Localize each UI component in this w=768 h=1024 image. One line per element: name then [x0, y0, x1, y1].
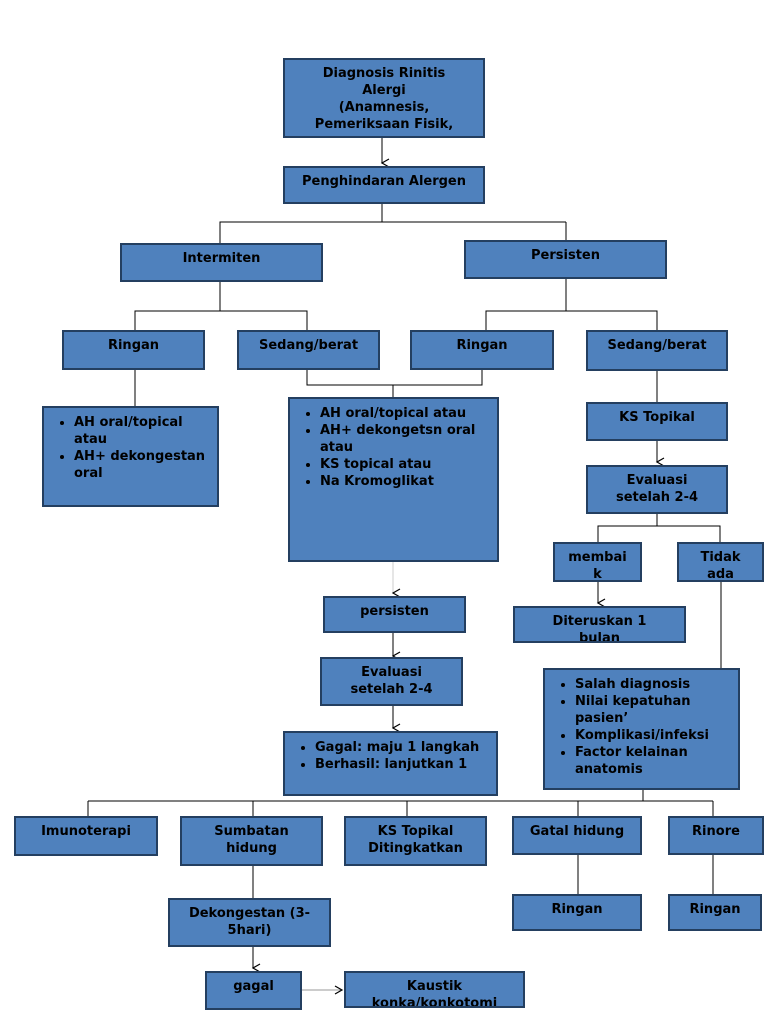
kaustik-line: Kaustik — [406, 979, 463, 994]
membaik-line: membai — [568, 550, 627, 565]
membaik-box: membai k — [553, 542, 642, 582]
mid-treatment-box: AH oral/topical atau AH+ dekongetsn oral… — [288, 397, 499, 562]
persisten-box: Persisten — [464, 240, 667, 279]
gatal-ringan-box: Ringan — [512, 894, 642, 931]
sumbatan-line: Sumbatan — [214, 824, 289, 839]
ks-ditingkatkan-line: KS Topikal — [377, 824, 454, 839]
ks-topikal-box: KS Topikal — [586, 402, 728, 441]
evaluasi-line: Evaluasi — [361, 665, 422, 680]
ks-ditingkatkan-box: KS Topikal Ditingkatkan — [344, 816, 487, 866]
kaustik-box: Kaustik konka/konkotomi — [344, 971, 525, 1008]
int-sedang-box: Sedang/berat — [237, 330, 380, 370]
imunoterapi-box: Imunoterapi — [14, 816, 158, 856]
diagnosis-line: Diagnosis Rinitis — [322, 66, 446, 81]
result-item: Berhasil: lanjutkan 1 — [315, 756, 488, 773]
result-item: Gagal: maju 1 langkah — [315, 739, 488, 756]
diteruskan-box: Diteruskan 1 bulan — [513, 606, 686, 643]
treatment-item: AH oral/topical atau — [320, 405, 489, 422]
diagnosis-line: (Anamnesis, — [338, 100, 430, 115]
sumbatan-line: hidung — [226, 841, 277, 856]
per-sedang-box: Sedang/berat — [586, 330, 728, 371]
cause-item: Salah diagnosis — [575, 676, 730, 693]
persisten-mid-box: persisten — [323, 596, 466, 633]
cause-item: Factor kelainan anatomis — [575, 744, 730, 778]
evaluasi-right-box: Evaluasi setelah 2-4 — [586, 465, 728, 514]
rinore-ringan-box: Ringan — [668, 894, 762, 931]
treatment-item: Na Kromoglikat — [320, 473, 489, 490]
treatment-item: AH+ dekongestan oral — [74, 448, 209, 482]
treatment-item: KS topical atau — [320, 456, 489, 473]
int-ringan-box: Ringan — [62, 330, 205, 370]
rinore-box: Rinore — [668, 816, 764, 855]
diteruskan-line: Diteruskan 1 — [552, 614, 647, 629]
causes-box: Salah diagnosis Nilai kepatuhan pasien’ … — [543, 668, 740, 790]
tidak-ada-line: ada — [707, 567, 734, 582]
cause-item: Komplikasi/infeksi — [575, 727, 730, 744]
tidak-ada-line: Tidak — [700, 550, 741, 565]
diagnosis-line: Alergi — [362, 83, 406, 98]
cause-item: Nilai kepatuhan pasien’ — [575, 693, 730, 727]
per-ringan-box: Ringan — [410, 330, 554, 370]
dekongestan-line: 5hari) — [227, 923, 272, 938]
int-ringan-treatment-box: AH oral/topical atau AH+ dekongestan ora… — [42, 406, 219, 507]
evaluasi-line: setelah 2-4 — [350, 682, 433, 697]
treatment-item: AH+ dekongetsn oral atau — [320, 422, 489, 456]
intermiten-box: Intermiten — [120, 243, 323, 282]
evaluasi-line: setelah 2-4 — [615, 490, 699, 505]
line-avoidance-split — [219, 204, 383, 243]
diagnosis-box: Diagnosis Rinitis Alergi (Anamnesis, Pem… — [283, 58, 485, 138]
avoidance-box: Penghindaran Alergen — [283, 166, 485, 204]
dekongestan-box: Dekongestan (3- 5hari) — [168, 898, 331, 947]
diagnosis-line: Pemeriksaan Fisik, — [314, 117, 454, 132]
gatal-box: Gatal hidung — [512, 816, 642, 855]
tidak-ada-box: Tidak ada — [677, 542, 764, 582]
diteruskan-line: bulan — [578, 631, 621, 643]
result-box: Gagal: maju 1 langkah Berhasil: lanjutka… — [283, 731, 498, 796]
membaik-line: k — [593, 567, 602, 582]
dekongestan-line: Dekongestan (3- — [188, 906, 311, 921]
evaluasi-line: Evaluasi — [626, 473, 688, 488]
treatment-item: AH oral/topical atau — [74, 414, 209, 448]
sumbatan-box: Sumbatan hidung — [180, 816, 323, 866]
gagal-box: gagal — [205, 971, 302, 1010]
ks-ditingkatkan-line: Ditingkatkan — [368, 841, 463, 856]
evaluasi-mid-box: Evaluasi setelah 2-4 — [320, 657, 463, 706]
kaustik-line: konka/konkotomi — [371, 996, 498, 1008]
